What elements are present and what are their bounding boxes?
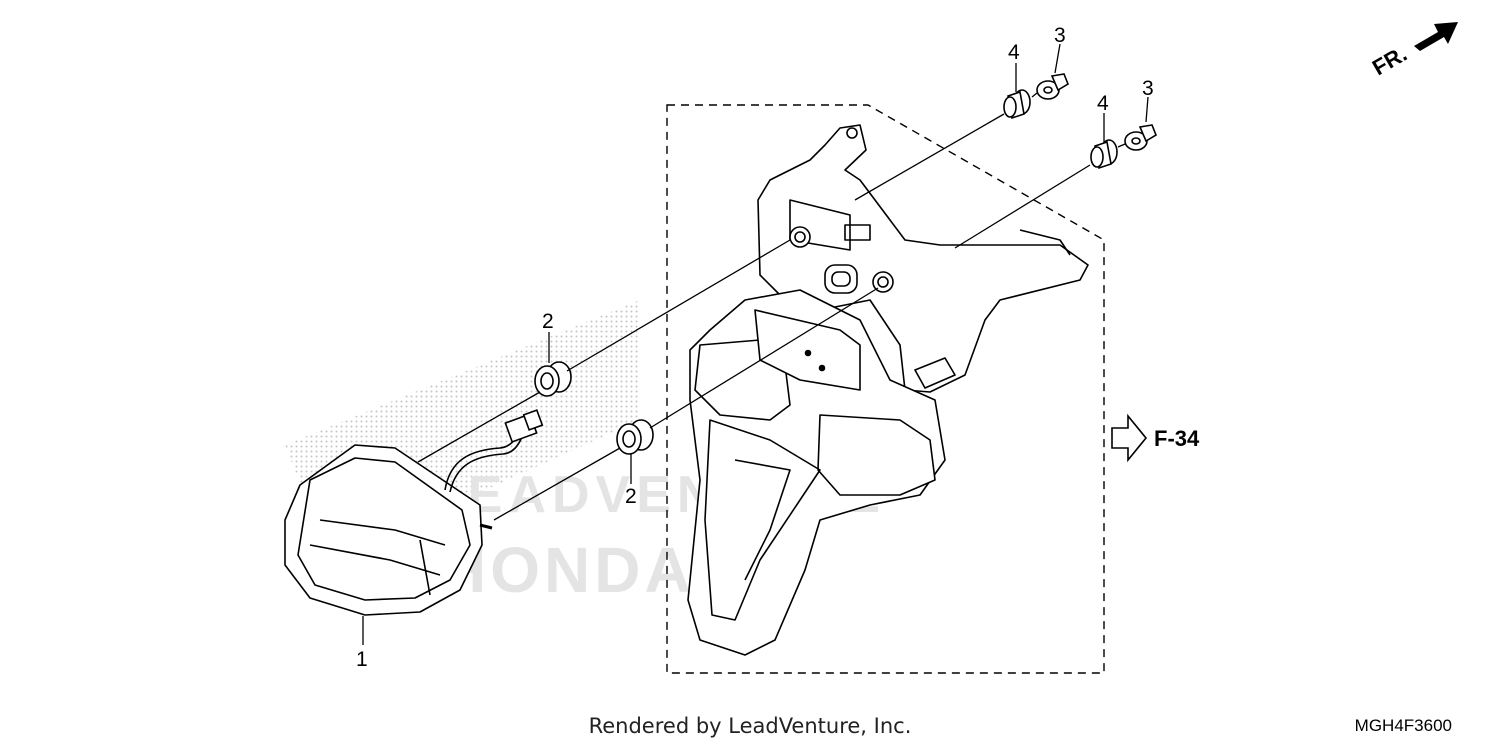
flange-nut-lower (1124, 124, 1157, 151)
callout-3-lower: 3 (1142, 77, 1154, 100)
reference-label: F-34 (1154, 426, 1200, 451)
callout-2-upper: 2 (542, 310, 554, 333)
callout-1: 1 (356, 648, 368, 671)
callout-4-lower: 4 (1097, 92, 1109, 115)
callout-4-upper: 4 (1008, 41, 1020, 64)
flange-nut-upper (1036, 73, 1069, 100)
rear-fender (687, 124, 1089, 656)
grommet-lower (616, 419, 654, 455)
outline-arrow-icon (1111, 413, 1148, 463)
collar-lower (1090, 139, 1118, 170)
footer-credit: Rendered by LeadVenture, Inc. (588, 714, 912, 738)
diagram-code: MGH4F3600 (1354, 716, 1452, 735)
front-arrow-icon (1414, 22, 1458, 51)
assembly-boundary (666, 104, 1105, 674)
callout-2-lower: 2 (625, 485, 637, 508)
front-label: FR. (1368, 41, 1411, 80)
collar-upper (1003, 89, 1031, 120)
reference-f34[interactable]: F-34 (1111, 413, 1200, 463)
tail-light-unit (284, 444, 493, 616)
leader-lines (362, 43, 1149, 645)
front-direction-indicator: FR. (1368, 22, 1458, 80)
grommet-upper (534, 361, 572, 397)
wire-harness (444, 409, 544, 493)
callout-3-upper: 3 (1054, 24, 1066, 47)
